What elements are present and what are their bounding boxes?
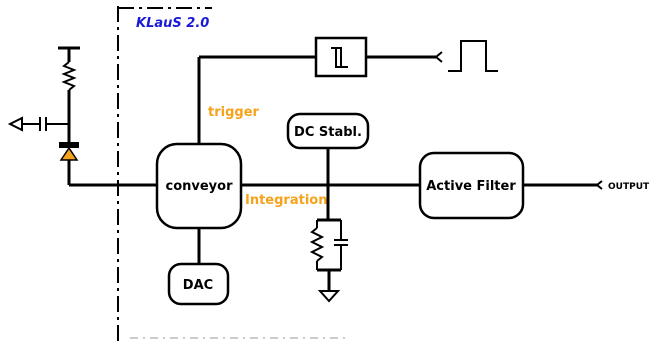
bias-resistor-icon	[61, 61, 77, 91]
output-label: OUTPUT	[608, 182, 650, 192]
hysteresis-icon-2	[333, 47, 348, 68]
load-resistor-icon	[309, 227, 325, 262]
trigger-out-arrow-icon	[434, 51, 443, 63]
dac-label: DAC	[183, 278, 213, 293]
active-filter-label: Active Filter	[426, 179, 516, 194]
ground-icon	[317, 290, 341, 303]
test-input-arrow-icon	[7, 116, 23, 132]
digital-pulse-icon	[448, 40, 498, 72]
dac-block	[167, 262, 230, 306]
output-arrow-icon	[595, 180, 603, 190]
conveyor-label: conveyor	[166, 179, 234, 194]
dc-stabl-label: DC Stabl.	[294, 125, 362, 140]
photodiode-cathode-bar	[59, 142, 79, 148]
integration-label: Integration	[245, 193, 327, 208]
trigger-label: trigger	[208, 105, 260, 120]
chip-title: KLauS 2.0	[136, 16, 209, 31]
photodiode-icon	[59, 146, 79, 161]
